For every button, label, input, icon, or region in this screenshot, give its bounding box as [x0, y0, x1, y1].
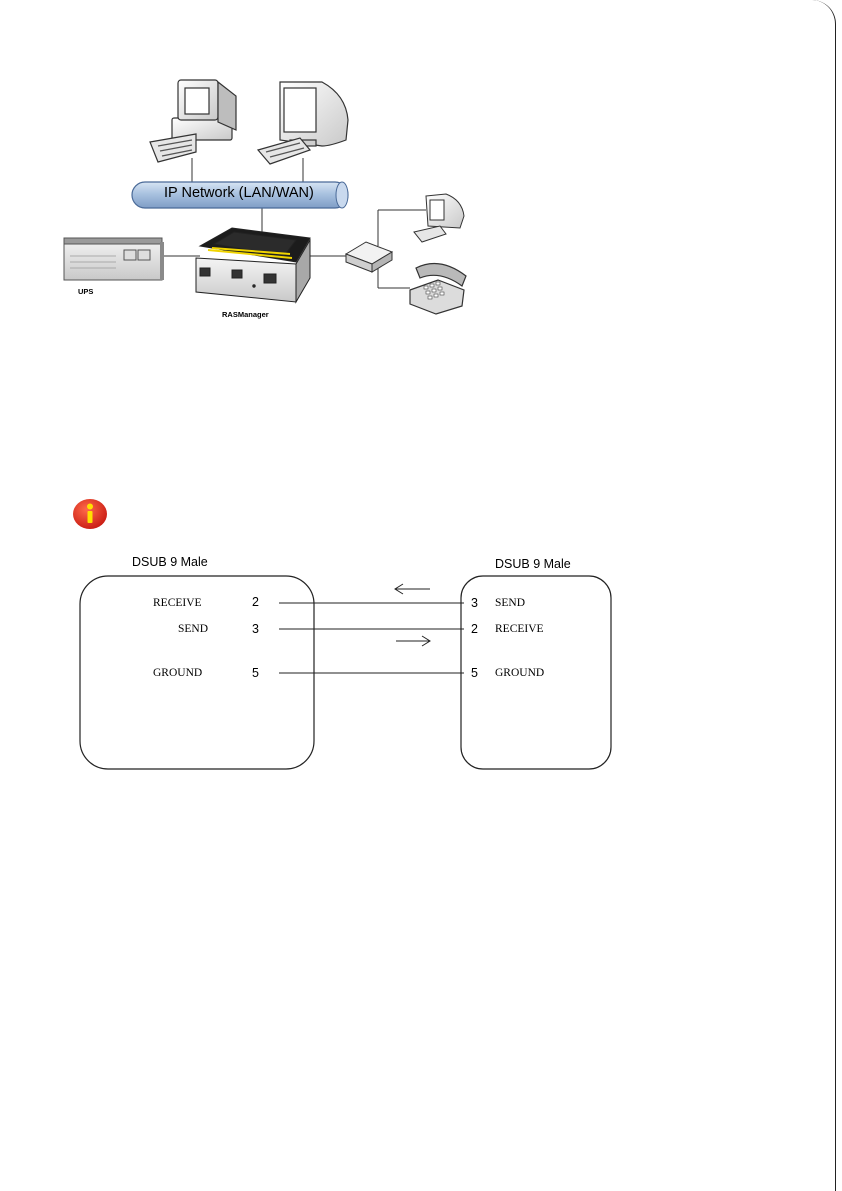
right-pin-number: 3 [471, 596, 478, 610]
left-pin-number: 5 [252, 666, 259, 680]
left-pin-number: 2 [252, 595, 259, 609]
right-pin-name: SEND [495, 597, 525, 609]
rasmanager-device-icon [196, 228, 310, 302]
serial-diagram [0, 540, 842, 790]
right-arrow [396, 636, 430, 646]
left-pin-number: 3 [252, 622, 259, 636]
network-label: IP Network (LAN/WAN) [164, 185, 314, 201]
left-pin-name: SEND [178, 623, 208, 635]
rasmanager-label: RASManager [222, 310, 269, 319]
ups-label: UPS [78, 287, 93, 296]
computer-3-icon [414, 194, 464, 242]
hub-icon [346, 242, 392, 272]
ups-icon [64, 238, 164, 280]
left-pin-name: GROUND [153, 667, 202, 679]
right-pin-number: 5 [471, 666, 478, 680]
info-icon [72, 498, 108, 530]
left-pin-name: RECEIVE [153, 597, 202, 609]
network-diagram [0, 0, 842, 330]
right-pin-number: 2 [471, 622, 478, 636]
right-pin-name: GROUND [495, 667, 544, 679]
wires [279, 603, 464, 673]
computer-2-icon [258, 82, 348, 164]
right-connector-title: DSUB 9 Male [495, 557, 571, 571]
right-pin-name: RECEIVE [495, 623, 544, 635]
computer-1-icon [150, 80, 236, 162]
left-connector-title: DSUB 9 Male [132, 555, 208, 569]
left-arrow [395, 584, 430, 594]
telephone-icon [410, 264, 466, 315]
